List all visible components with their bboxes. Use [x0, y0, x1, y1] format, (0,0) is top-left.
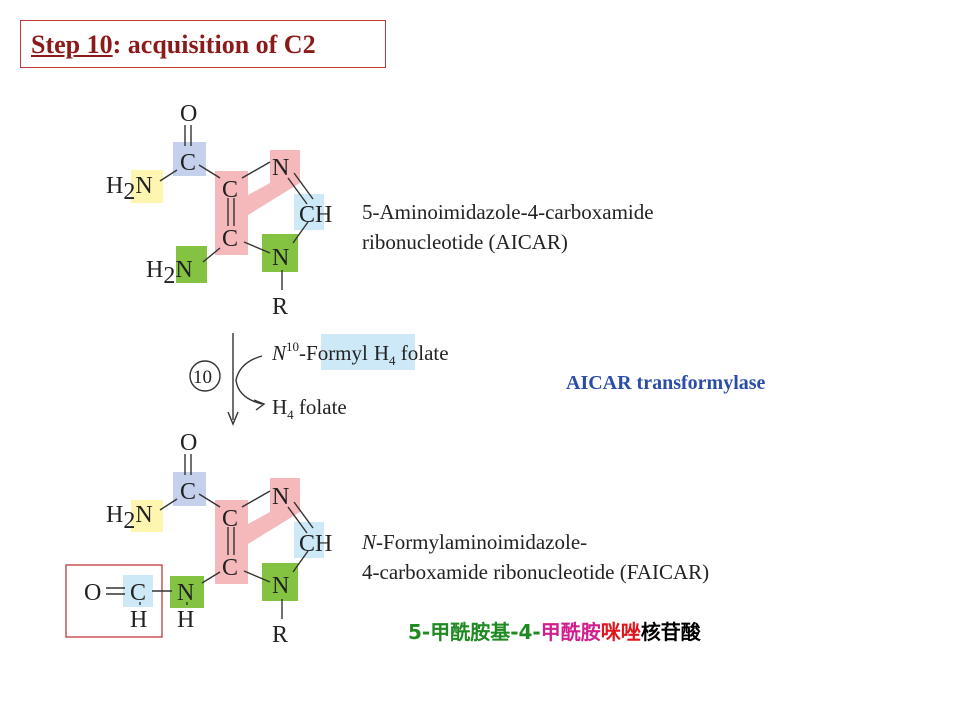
faicar-ring-n1-atom: N	[272, 573, 289, 599]
faicar-ring-c4-atom: C	[222, 506, 238, 532]
faicar-h2n: H2N	[106, 502, 153, 534]
aicar-o-atom: O	[180, 101, 197, 127]
faicar-structure: O C H2N C C N CH N O C H N H R	[65, 430, 332, 648]
faicar-formyl-o-atom: O	[84, 580, 101, 606]
aicar-r-group: R	[272, 294, 288, 320]
faicar-formamido-h-atom: H	[177, 607, 194, 633]
aicar-ring-highlight	[215, 150, 300, 255]
reaction-step-number: 10	[193, 367, 212, 388]
enzyme-name: AICAR transformylase	[566, 372, 766, 394]
faicar-r-group: R	[272, 622, 288, 648]
aicar-name-line2: ribonucleotide (AICAR)	[362, 230, 568, 254]
aicar-ring-c2-atom: CH	[299, 202, 332, 228]
faicar-carbonyl-c-highlight	[173, 472, 206, 506]
aicar-amide-n-highlight	[131, 170, 163, 203]
aicar-ring-n3-atom: N	[272, 155, 289, 181]
faicar-carbonyl-c-atom: C	[180, 479, 196, 505]
cn-part-formamido: 5-甲酰胺基-4-	[408, 620, 541, 644]
cn-part-imidazole: 咪唑	[600, 620, 641, 644]
aicar-carbonyl-c-atom: C	[180, 150, 196, 176]
formyl-group-outline	[65, 564, 163, 638]
aicar-ring-c4-atom: C	[222, 177, 238, 203]
step-number-circle	[189, 360, 221, 392]
cn-part-carboxamide: 甲酰胺	[540, 620, 601, 644]
faicar-ring-c2-atom: CH	[299, 531, 332, 557]
faicar-ring-highlight	[215, 478, 300, 584]
aicar-bonds	[159, 125, 314, 290]
faicar-formyl-h-atom: H	[130, 607, 147, 633]
aicar-ring-n-highlight	[262, 234, 298, 272]
aicar-ring-c5-atom: C	[222, 226, 238, 252]
aicar-h2n-h: H2N	[106, 173, 153, 205]
faicar-bonds	[106, 454, 314, 619]
step-number: Step 10	[31, 30, 113, 59]
faicar-ring-n3-atom: N	[272, 484, 289, 510]
faicar-formyl-c-highlight	[123, 575, 153, 607]
formyl-highlight	[321, 334, 415, 370]
faicar-ring-n-highlight	[262, 563, 298, 601]
chinese-compound-name: 5-甲酰胺基-4-甲酰胺咪唑核苷酸	[408, 616, 701, 645]
step-description: : acquisition of C2	[112, 30, 316, 59]
faicar-ch-highlight	[294, 522, 324, 558]
faicar-formyl-c-atom: C	[130, 580, 146, 606]
aicar-amino-h2n: H2N	[146, 257, 193, 289]
faicar-ring-c5-atom: C	[222, 555, 238, 581]
aicar-ring-n1-atom: N	[272, 245, 289, 271]
cn-part-ribonucleotide: 核苷酸	[640, 620, 701, 644]
aicar-ch-highlight	[294, 194, 324, 230]
faicar-name-line1: N-Formylaminoimidazole-	[361, 530, 587, 554]
faicar-formamido-n-atom: N	[177, 580, 194, 606]
aicar-carbonyl-c-highlight	[173, 142, 206, 176]
aicar-structure: O C H2N C C N CH N H2N R	[106, 101, 332, 320]
product-label: H4 folate	[272, 395, 347, 422]
faicar-amide-n-highlight	[131, 500, 163, 532]
faicar-name-line2: 4-carboxamide ribonucleotide (FAICAR)	[362, 560, 709, 584]
step-title: Step 10: acquisition of C2	[20, 20, 386, 68]
aicar-amino-n-highlight	[176, 246, 207, 283]
aicar-name-line1: 5-Aminoimidazole-4-carboxamide	[362, 200, 654, 224]
faicar-o-atom: O	[180, 430, 197, 456]
